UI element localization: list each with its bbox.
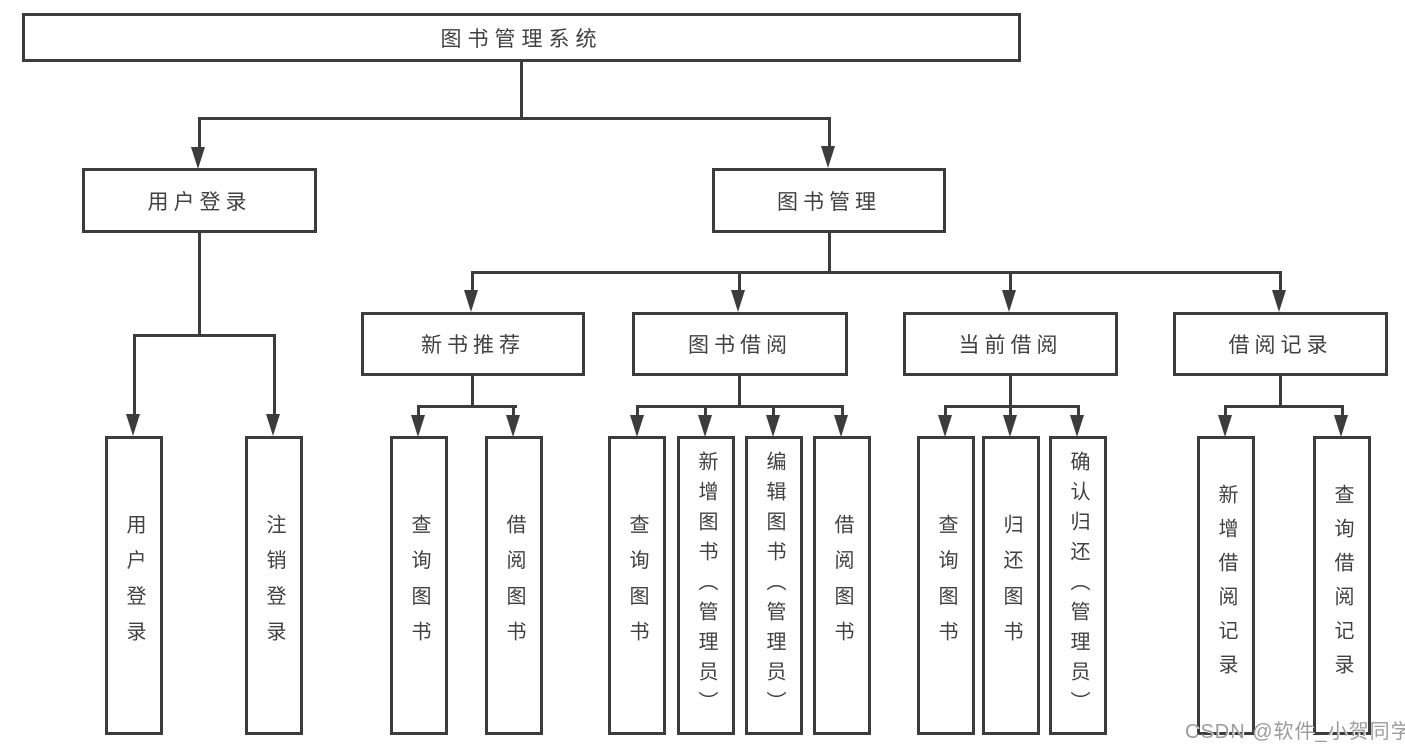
node-borrow-record-label: 借阅记录 [1228,334,1333,357]
leaf-newbook-borrow-label: 借阅图书 [503,514,525,657]
node-user-login-label: 用户登录 [147,190,252,214]
watermark-text: CSDN @软件_小贺同学 [1185,721,1405,743]
connector-leaf-stub [1009,405,1012,416]
node-root-label: 图书管理系统 [440,27,603,51]
arrowhead-icon [698,415,712,437]
leaf-record-query-label: 查询借阅记录 [1331,483,1353,688]
arrowhead-icon [938,415,952,437]
leaf-newbook-query: 查询图书 [390,436,448,735]
node-current-borrow: 当前借阅 [903,312,1118,376]
leaf-borrow-add-admin: 新增图书（管理员） [677,436,735,735]
arrowhead-icon [1003,415,1017,437]
connector-current-stem [1009,376,1012,407]
connector-borrow-hline [636,405,844,408]
connector-user-stem [198,233,201,336]
leaf-borrow-query-label: 查询图书 [626,514,648,657]
leaf-newbook-query-label: 查询图书 [408,514,430,657]
leaf-borrow-query: 查询图书 [608,436,666,735]
node-book-management: 图书管理 [712,168,946,233]
leaf-user-login: 用户登录 [105,436,163,735]
connector-newbook-stem [471,376,474,407]
arrowhead-icon [1070,415,1084,437]
leaf-user-login-label: 用户登录 [123,514,145,657]
leaf-logout-label: 注销登录 [263,514,285,657]
arrowhead-icon [1218,415,1232,437]
arrowhead-icon [821,146,835,168]
node-user-login: 用户登录 [82,168,317,233]
connector-current-hline [944,405,1080,408]
connector-leaf-stub [944,405,947,416]
node-book-management-label: 图书管理 [777,190,881,214]
connector-l3-stub [1279,271,1282,291]
connector-level3-hline [471,271,1282,274]
leaf-record-query: 查询借阅记录 [1313,436,1371,735]
arrowhead-icon [1002,290,1016,312]
node-new-book-recommend-label: 新书推荐 [421,334,525,357]
connector-mgmt-stem [828,233,831,274]
arrowhead-icon [126,414,140,436]
connector-record-hline [1224,405,1344,408]
arrowhead-icon [1334,415,1348,437]
connector-leaf-stub [772,405,775,416]
leaf-record-add: 新增借阅记录 [1197,436,1255,735]
connector-l3-stub [1009,271,1012,291]
connector-book-mgmt-stub [828,117,831,147]
node-borrow-record: 借阅记录 [1173,312,1388,376]
connector-newbook-hline [417,405,517,408]
connector-leaf-stub [841,405,844,416]
leaf-current-return: 归还图书 [982,436,1040,735]
leaf-current-confirm-admin: 确认归还（管理员） [1049,436,1107,735]
node-current-borrow-label: 当前借阅 [958,334,1063,357]
connector-l3-stub [738,271,741,291]
connector-leaf-stub [704,405,707,416]
leaf-borrow-edit-admin-label: 编辑图书（管理员） [763,450,785,721]
leaf-current-query-label: 查询图书 [935,514,957,657]
connector-user-leaf2-stub [273,334,276,415]
connector-user-leaf1-stub [133,334,136,415]
leaf-borrow-add-admin-label: 新增图书（管理员） [695,450,717,721]
connector-level2-hline [198,117,831,120]
connector-leaf-stub [512,405,515,416]
connector-leaf-stub [1224,405,1227,416]
leaf-borrow-edit-admin: 编辑图书（管理员） [745,436,803,735]
arrowhead-icon [766,415,780,437]
connector-leaf-stub [417,405,420,416]
arrowhead-icon [630,415,644,437]
arrowhead-icon [731,290,745,312]
leaf-newbook-borrow: 借阅图书 [485,436,543,735]
arrowhead-icon [191,147,205,169]
leaf-record-add-label: 新增借阅记录 [1215,483,1237,688]
node-root: 图书管理系统 [22,13,1021,62]
connector-user-hline [133,334,276,337]
connector-leaf-stub [1341,405,1344,416]
arrowhead-icon [1272,290,1286,312]
connector-borrow-stem [738,376,741,407]
connector-root-stem [520,62,523,120]
connector-leaf-stub [636,405,639,416]
node-new-book-recommend: 新书推荐 [361,312,585,376]
arrowhead-icon [266,414,280,436]
connector-leaf-stub [1077,405,1080,416]
leaf-logout: 注销登录 [245,436,303,735]
leaf-current-confirm-admin-label: 确认归还（管理员） [1067,450,1089,721]
leaf-borrow-borrow: 借阅图书 [813,436,871,735]
connector-user-login-stub [198,117,201,148]
node-book-borrow-label: 图书借阅 [688,334,792,357]
leaf-current-return-label: 归还图书 [1000,514,1022,657]
arrowhead-icon [464,290,478,312]
connector-record-stem [1279,376,1282,407]
arrowhead-icon [506,415,520,437]
node-book-borrow: 图书借阅 [632,312,848,376]
connector-l3-stub [471,271,474,291]
arrowhead-icon [834,415,848,437]
arrowhead-icon [411,415,425,437]
leaf-current-query: 查询图书 [917,436,975,735]
leaf-borrow-borrow-label: 借阅图书 [831,514,853,657]
